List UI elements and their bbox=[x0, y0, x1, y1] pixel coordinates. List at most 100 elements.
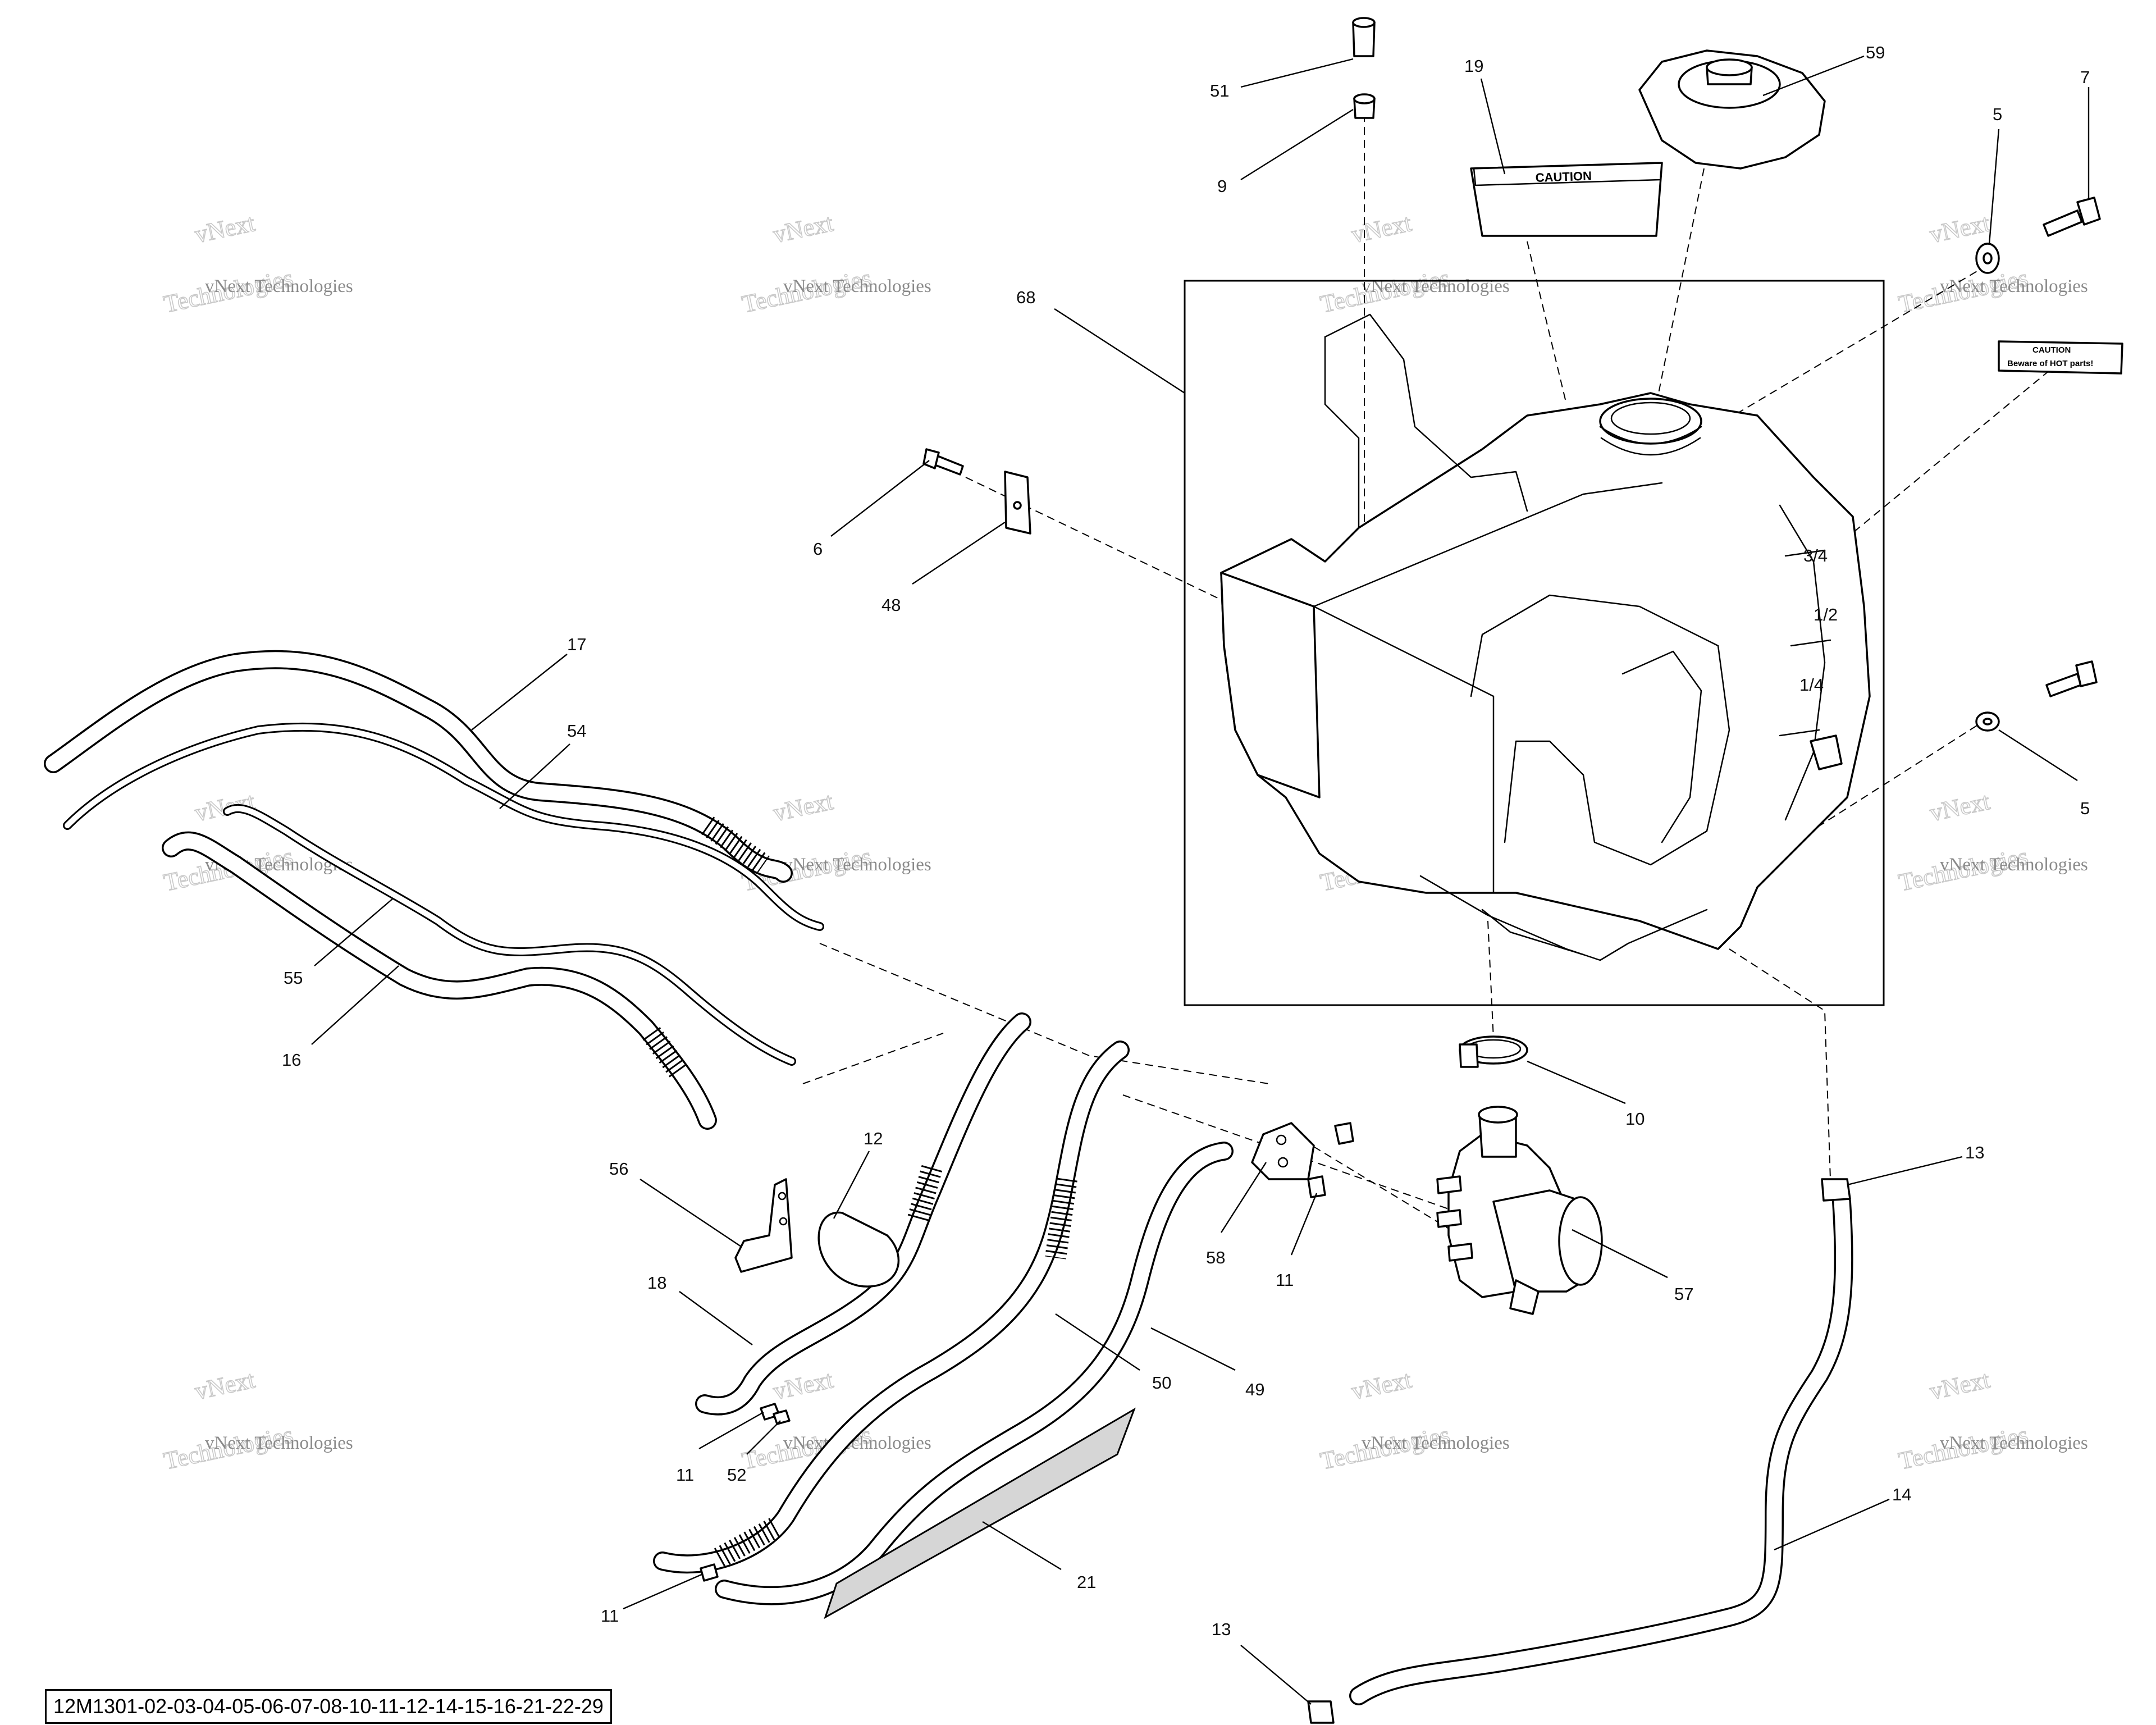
part-9 bbox=[1353, 93, 1376, 119]
part-12 bbox=[817, 1211, 900, 1288]
leader-line bbox=[833, 1151, 870, 1219]
watermark: vNext Technologies bbox=[739, 208, 875, 318]
filler-neck-rim bbox=[1610, 401, 1691, 435]
clip-plate-hole bbox=[1013, 501, 1022, 510]
callout-21: 21 bbox=[1077, 1572, 1096, 1592]
callout-19: 19 bbox=[1464, 56, 1483, 76]
clamp bbox=[1821, 1178, 1851, 1202]
leader-line bbox=[982, 1521, 1062, 1571]
assembly-line bbox=[1740, 718, 1988, 877]
leader-line bbox=[746, 1420, 781, 1455]
leader-line bbox=[1150, 1327, 1236, 1371]
leader-line bbox=[1220, 1162, 1267, 1233]
part-7 bbox=[2043, 197, 2101, 237]
leader-line bbox=[1762, 55, 1865, 97]
watermark: vNext Technologies bbox=[161, 208, 296, 318]
fuel-tank-detail bbox=[1324, 313, 1528, 512]
fitting bbox=[1307, 1175, 1326, 1198]
assembly-line bbox=[1695, 258, 1999, 439]
callout-13-upper: 13 bbox=[1965, 1143, 1984, 1162]
warning-decal bbox=[1998, 340, 2123, 375]
watermark-text: vNext Technologies bbox=[783, 855, 931, 875]
part-55 bbox=[223, 804, 796, 1066]
callout-14: 14 bbox=[1892, 1485, 1911, 1504]
part-56 bbox=[734, 1178, 793, 1273]
watermark: vNext Technologies bbox=[1896, 1365, 2031, 1475]
fitting bbox=[700, 1563, 719, 1582]
fuel-tank-detail bbox=[1313, 482, 1663, 608]
part-13-upper bbox=[1821, 1178, 1851, 1202]
washer-hole bbox=[1983, 718, 1993, 725]
fuel-hose-ribs bbox=[1045, 1178, 1077, 1259]
watermark: vNext Technologies bbox=[1318, 1365, 1453, 1475]
bolt-head bbox=[2075, 660, 2098, 687]
assembly-line bbox=[802, 1033, 944, 1084]
leader-line bbox=[1055, 1313, 1140, 1371]
part-22: CAUTION Beware of HOT parts! bbox=[1998, 340, 2123, 375]
leader-line bbox=[1290, 1193, 1318, 1256]
vent-line-inner bbox=[225, 805, 794, 1064]
watermark-text: vNext bbox=[1349, 209, 1414, 248]
vent-line-inner bbox=[65, 724, 823, 929]
callout-49: 49 bbox=[1245, 1380, 1264, 1399]
filler-neck bbox=[1599, 398, 1702, 445]
fuel-tank-detail bbox=[1313, 605, 1495, 894]
part-57 bbox=[1436, 1106, 1603, 1315]
gauge-mark-1-2: 1/2 bbox=[1814, 605, 1838, 624]
fuel-filter-bracket-hole bbox=[1276, 1134, 1287, 1146]
fuel-filter-bracket-hole bbox=[1277, 1157, 1289, 1168]
callout-13-lower: 13 bbox=[1212, 1619, 1231, 1639]
part-5-top bbox=[1975, 243, 2000, 274]
grommet-top bbox=[1353, 93, 1376, 104]
callout-51: 51 bbox=[1210, 81, 1229, 101]
part-18 bbox=[695, 1012, 1031, 1416]
caution-decal-text: CAUTION bbox=[1535, 169, 1592, 185]
leader-line bbox=[1988, 129, 2000, 245]
document-code-box: 12M1301-02-03-04-05-06-07-08-10-11-12-14… bbox=[45, 1689, 612, 1724]
leader-line bbox=[912, 522, 1006, 585]
part-14 bbox=[1349, 1192, 1853, 1705]
callout-52: 52 bbox=[727, 1465, 746, 1485]
watermark-text: vNext bbox=[1927, 1366, 1992, 1405]
watermark-text: vNext Technologies bbox=[205, 1433, 353, 1453]
part-6 bbox=[922, 448, 964, 476]
rivet-pin-head bbox=[1352, 17, 1376, 28]
watermark-text: vNext Technologies bbox=[1362, 276, 1510, 296]
watermark: vNext Technologies bbox=[161, 1365, 296, 1475]
part-13-lower bbox=[1307, 1700, 1335, 1724]
callout-58: 58 bbox=[1206, 1248, 1225, 1267]
fuel-tank-detail bbox=[1324, 336, 1360, 529]
watermark: vNext Technologies bbox=[1896, 787, 2031, 897]
assembly-line bbox=[819, 943, 1269, 1084]
leader-line bbox=[1774, 1498, 1890, 1551]
leader-line bbox=[1240, 1645, 1312, 1705]
clamp bbox=[1307, 1700, 1335, 1724]
part-54 bbox=[63, 722, 824, 931]
watermark: vNext Technologies bbox=[1896, 208, 2031, 318]
callout-17: 17 bbox=[567, 635, 586, 654]
part-10 bbox=[1459, 1035, 1528, 1068]
fuel-pump-nozzle bbox=[1436, 1175, 1462, 1194]
fittings bbox=[700, 1122, 1354, 1582]
watermark-text: vNext bbox=[193, 209, 257, 248]
fitting bbox=[1334, 1122, 1354, 1145]
warning-decal-title: CAUTION bbox=[2032, 345, 2071, 355]
fuel-pump-port bbox=[1509, 1279, 1540, 1315]
fuel-pump-outlet-top bbox=[1478, 1106, 1518, 1124]
assembly-line bbox=[1729, 948, 1831, 1180]
callout-7: 7 bbox=[2080, 67, 2090, 87]
leader-line bbox=[1240, 58, 1354, 88]
callout-50: 50 bbox=[1152, 1373, 1171, 1393]
fitting bbox=[773, 1409, 791, 1425]
fuel-pump-nozzle bbox=[1447, 1243, 1473, 1262]
callouts: 51 9 19 59 5 7 68 6 48 17 54 55 16 5 12 … bbox=[282, 43, 2090, 1705]
leader-line bbox=[623, 1573, 704, 1610]
watermark-text: vNext Technologies bbox=[783, 276, 931, 296]
mounting-clip-hole bbox=[779, 1217, 788, 1226]
fuel-cap-knob-top bbox=[1706, 58, 1753, 76]
callout-6: 6 bbox=[813, 539, 823, 559]
callout-10: 10 bbox=[1625, 1109, 1645, 1129]
callout-55: 55 bbox=[284, 968, 303, 988]
leader-line bbox=[1847, 1156, 1963, 1186]
